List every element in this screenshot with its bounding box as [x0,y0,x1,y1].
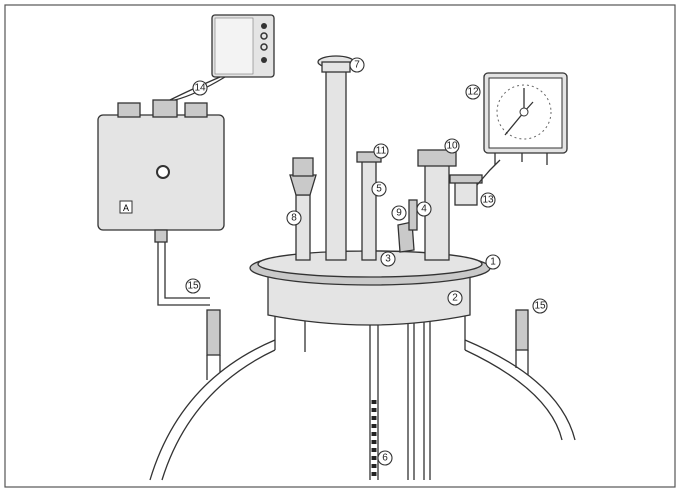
svg-text:15: 15 [187,281,199,292]
svg-text:12: 12 [467,87,479,98]
callout-15-right: 15 [532,298,548,314]
callout-3: 3 [380,251,396,267]
callout-5: 5 [371,181,387,197]
svg-text:2: 2 [452,293,458,304]
svg-text:10: 10 [446,141,458,152]
svg-text:9: 9 [396,208,402,219]
callout-7: 7 [349,57,365,73]
vessel-lid [249,250,491,326]
pressure-gauge [483,72,568,165]
svg-text:14: 14 [194,83,206,94]
callout-11: 11 [373,143,389,159]
svg-text:5: 5 [376,184,382,195]
callout-2: 2 [447,290,463,306]
callout-9: 9 [391,205,407,221]
side-port-left [206,309,221,380]
control-box: A [97,99,225,306]
controller-module [169,14,275,101]
callout-12: 12 [465,84,481,100]
callout-10: 10 [444,138,460,154]
callout-13: 13 [480,192,496,208]
callout-8: 8 [286,210,302,226]
control-box-label: A [123,203,129,213]
internal-pipes [304,320,431,480]
callout-1: 1 [485,254,501,270]
svg-text:11: 11 [376,146,387,157]
callout-4: 4 [416,201,432,217]
svg-text:4: 4 [421,204,427,215]
svg-text:8: 8 [291,213,297,224]
callout-15-left: 15 [185,278,201,294]
gauge-fitting-13 [449,159,501,206]
port-5 [356,151,382,261]
svg-text:15: 15 [534,301,546,312]
svg-text:6: 6 [382,453,388,464]
callout-6: 6 [377,450,393,466]
side-port-right [515,309,529,375]
port-8 [289,157,317,261]
svg-text:7: 7 [354,60,360,71]
port-9 [397,199,418,253]
svg-text:3: 3 [385,254,391,265]
svg-text:1: 1 [490,257,496,268]
svg-text:13: 13 [482,195,494,206]
callout-14: 14 [192,80,208,96]
vessel-dome [149,300,576,481]
